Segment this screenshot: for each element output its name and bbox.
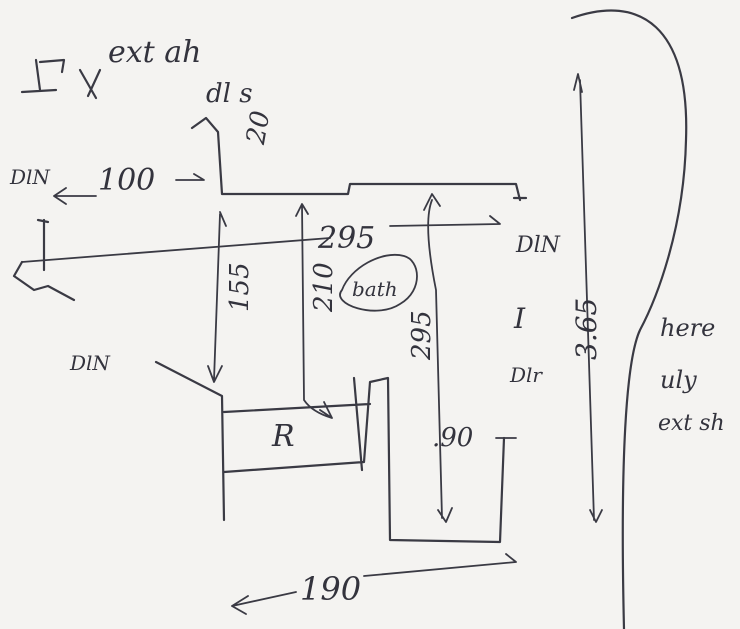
left-bracket xyxy=(12,218,76,302)
dimension-365-line xyxy=(573,73,603,523)
dimension-295-horizontal xyxy=(21,215,501,263)
bath-circle xyxy=(339,254,418,312)
label-dw-right-lower: Dlr xyxy=(509,363,543,387)
label-dw-right: DlN xyxy=(515,233,561,258)
label-bath: bath xyxy=(352,277,398,301)
fridge-outline xyxy=(222,376,506,544)
label-dl-top: dl s xyxy=(206,79,253,109)
dim-295-top: 295 xyxy=(317,221,375,256)
dim-210: 210 xyxy=(309,262,339,313)
note-line-2: uly xyxy=(660,366,697,394)
dim-190: 190 xyxy=(300,570,361,608)
note-line-3: ext sh xyxy=(658,411,725,436)
dimension-100-line xyxy=(53,173,205,205)
label-i-right: I xyxy=(513,302,526,335)
dim-100: 100 xyxy=(98,163,155,198)
label-ext-wall: ext ah xyxy=(108,35,201,70)
dimension-190-line xyxy=(231,553,517,615)
wall-stub-top-left xyxy=(20,58,102,100)
dimension-295-vertical xyxy=(423,193,453,523)
dim-155: 155 xyxy=(225,262,255,312)
dimension-155-line xyxy=(207,211,227,383)
note-line-1: here xyxy=(660,314,715,342)
label-20: 20 xyxy=(241,109,276,148)
label-dw-lower-left: DlN xyxy=(69,351,111,375)
dim-295-mid: 295 xyxy=(407,310,437,361)
outer-curve xyxy=(570,9,688,629)
wall-lower-left xyxy=(154,360,226,522)
label-refrigerator: R xyxy=(271,419,295,454)
dim-365: 3.65 xyxy=(570,298,603,360)
dim-90: .90 xyxy=(432,423,473,453)
wall-top xyxy=(190,116,522,202)
label-dw-left: DlN xyxy=(9,165,51,189)
